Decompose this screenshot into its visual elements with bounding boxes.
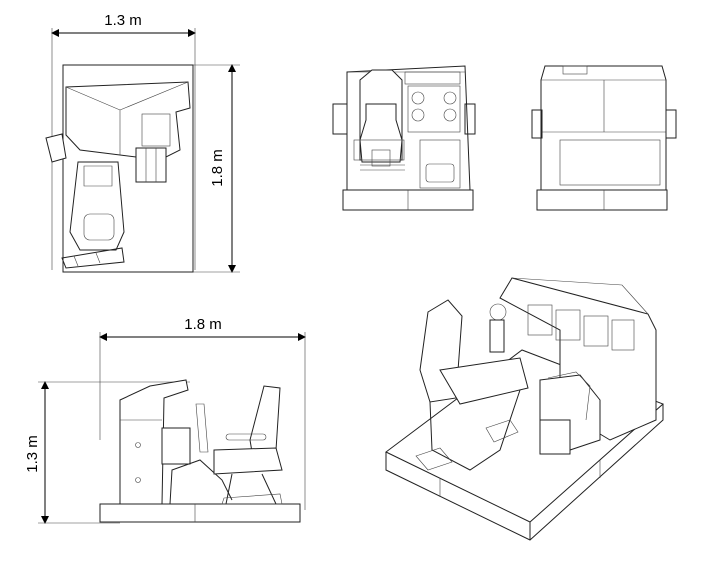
side-view: 1.8 m 1.3 m: [24, 316, 306, 524]
rear-view: [531, 65, 677, 211]
top-view: 1.3 m 1.8 m: [45, 12, 240, 273]
side-height-label: 1.3 m: [24, 435, 41, 473]
front-view: [332, 65, 476, 211]
isometric-view: [385, 277, 664, 541]
top-width-label: 1.3 m: [104, 12, 142, 29]
top-depth-label: 1.8 m: [209, 149, 226, 187]
side-length-label: 1.8 m: [184, 316, 222, 333]
